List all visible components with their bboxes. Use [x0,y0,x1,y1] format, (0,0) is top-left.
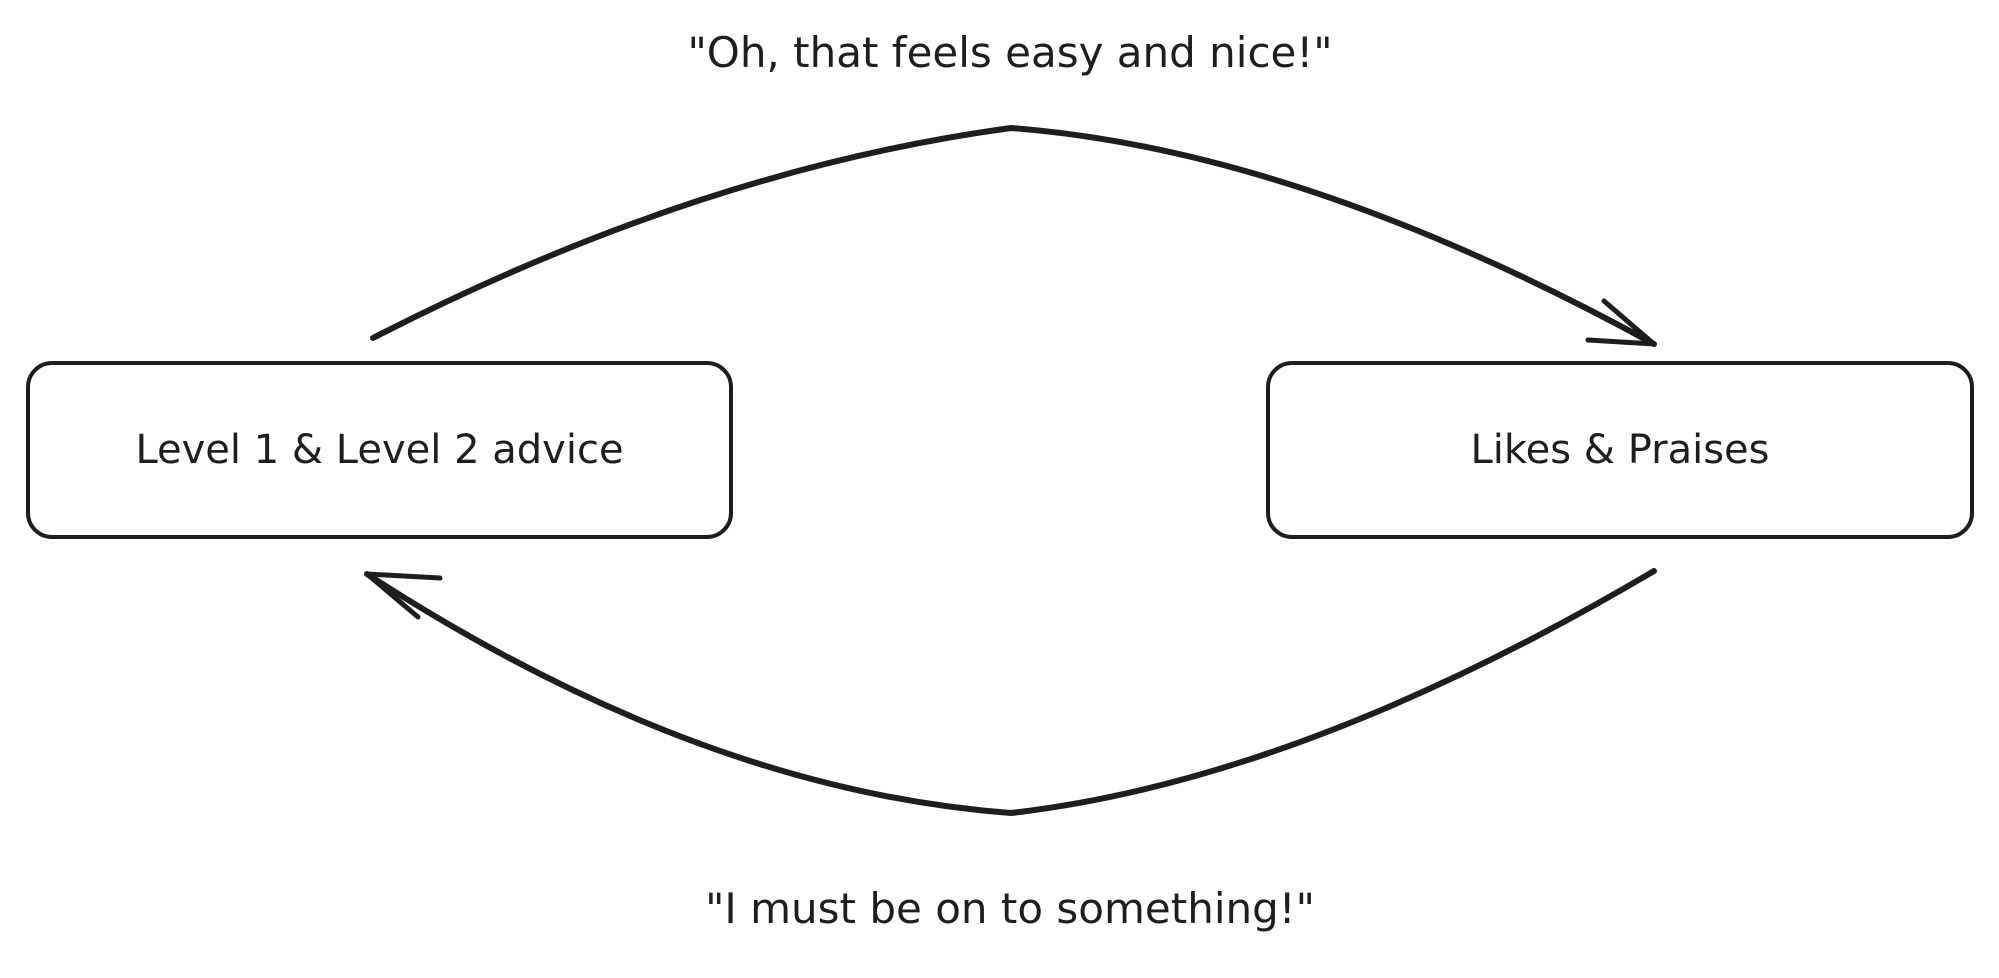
node-advice[interactable]: Level 1 & Level 2 advice [26,361,733,539]
edge-label-bottom: "I must be on to something!" [705,884,1315,933]
arrow-bottom [364,568,1657,817]
node-likes-praises[interactable]: Likes & Praises [1266,361,1974,539]
node-likes-praises-label: Likes & Praises [1470,427,1770,473]
arrowhead-top [1585,298,1657,347]
arrowhead-bottom [364,571,443,620]
arrow-top [370,124,1657,347]
edge-label-top: "Oh, that feels easy and nice!" [687,28,1333,77]
node-advice-label: Level 1 & Level 2 advice [135,427,624,473]
